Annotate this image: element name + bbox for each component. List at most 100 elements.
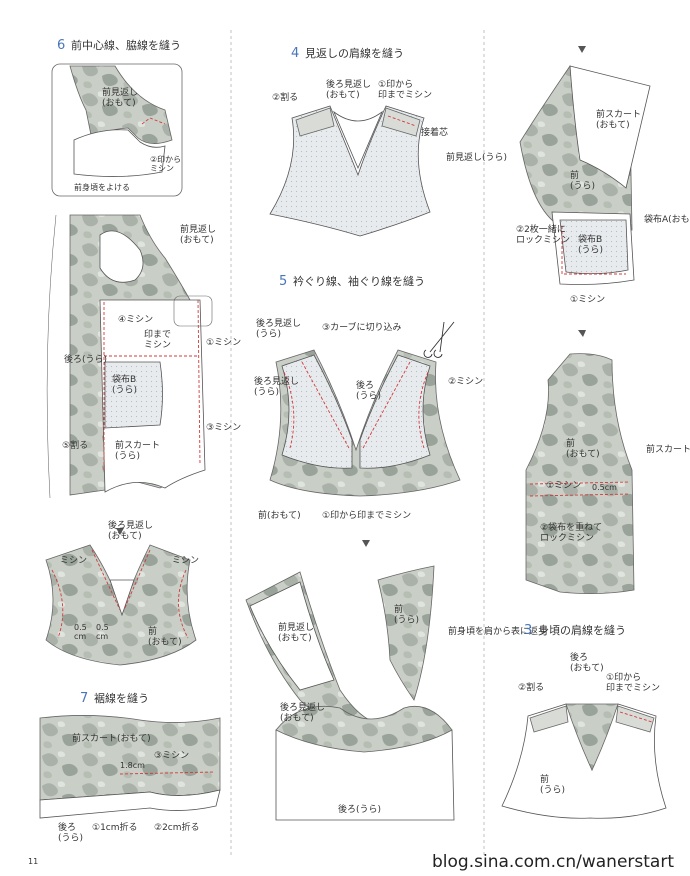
- label-mark-to-mark-mishin-5: ①印から印までミシン: [322, 509, 411, 521]
- label-front-skirt-omote-3a: 前スカート(おもて): [596, 108, 641, 130]
- label-mishin-left: ミシン: [60, 556, 87, 566]
- label-mishin-right: ミシン: [172, 556, 199, 566]
- label-back-facing-ura-5: 後ろ見返し(うら): [256, 317, 301, 339]
- stitch-side-2: [529, 493, 631, 497]
- label-front-omote-5: 前(おもて): [258, 509, 301, 521]
- step-6-title: 前中心線、脇線を縫う: [71, 38, 181, 52]
- watermark: blog.sina.com.cn/wanerstart: [432, 852, 674, 872]
- facing-piece: [269, 105, 431, 237]
- stitch-neck-left: [91, 549, 121, 611]
- label-mark-to-mark-mishin-3: ①印から印までミシン: [606, 671, 660, 693]
- shoulder-seam-left: [295, 107, 335, 137]
- arrow-down-4: [578, 330, 586, 337]
- label-split-5: ⑤割る: [62, 439, 88, 451]
- step-7: 7 裾線を縫う 前スカート(おもて) ③ミシン 1.8cm 後ろ(うら) ①1c…: [39, 691, 221, 843]
- label-mishin-from-mark: ②印からミシン: [150, 155, 181, 173]
- page-number: 11: [28, 857, 38, 866]
- label-front-facing-vertical: 前見返し(おもて): [180, 223, 216, 245]
- front-omote-piece-3b: [525, 353, 635, 594]
- step-5-title: 衿ぐり線、袖ぐり線を縫う: [293, 274, 425, 288]
- stitch-arm-left: [51, 569, 64, 639]
- inset-front-body: [73, 129, 166, 177]
- front-skirt-hem: [39, 715, 221, 801]
- stitch-arm-right: [178, 569, 189, 639]
- label-back-facing-side: 後ろ見返し(うら): [254, 375, 299, 397]
- step-pocket-a: 前スカート(おもて) 前(うら) 袋布A(おもて) ②2枚一緒にロックミシン 袋…: [516, 46, 690, 305]
- label-mishin-1-3b: ①ミシン: [546, 481, 581, 491]
- lining-dotted-left: [281, 354, 353, 469]
- label-interfacing: 接着芯: [421, 126, 448, 138]
- label-mishin-to-mark: 印までミシン: [144, 328, 171, 350]
- label-front-omote: 前(おもて): [148, 625, 182, 647]
- stitch-armhole-right: [418, 371, 429, 449]
- label-front-skirt-ura: 前スカート(うら): [115, 439, 160, 461]
- stitch-neckline-right: [361, 361, 411, 451]
- back-outline: [46, 214, 57, 499]
- step-3-number: 3: [524, 623, 532, 638]
- label-back-facing-omote: 後ろ見返し(おもて): [108, 519, 153, 541]
- scissors-icon: [423, 321, 455, 358]
- front-skirt-omote-piece: [569, 65, 651, 189]
- stitch-neckline-left: [301, 361, 351, 451]
- label-front-omote-3b: 前(おもて): [566, 437, 600, 459]
- label-front-ura-3a: 前(うら): [570, 169, 595, 191]
- label-fold-1cm: ①1cm折る: [92, 821, 138, 833]
- label-mishin-1: ①ミシン: [206, 338, 241, 348]
- label-pocket-b: 袋布B(うら): [112, 373, 137, 395]
- step-3-title: 身頃の肩線を縫う: [538, 623, 626, 637]
- pocket-b-piece-right: [559, 219, 629, 274]
- shoulder-seam-left-3: [529, 705, 569, 733]
- stitch-armhole-left: [283, 371, 295, 449]
- shoulder-seam-right-3: [615, 705, 655, 733]
- step-7-title: 裾線を縫う: [94, 691, 149, 705]
- label-mishin-4: ④ミシン: [118, 315, 153, 325]
- label-front-ura-5b: 前(うら): [394, 603, 419, 625]
- step-6-number: 6: [57, 38, 65, 53]
- label-back-ura: 後ろ(うら): [64, 353, 107, 365]
- stitch-side-1: [529, 481, 631, 485]
- back-omote-panel: [565, 703, 619, 771]
- label-front-facing-omote: 前見返し(おもて): [102, 86, 138, 108]
- label-pocket-b-3a: 袋布B(うら): [578, 233, 603, 255]
- label-back-ura-5: 後ろ(うら): [356, 379, 381, 401]
- label-mishin-1-3a: ①ミシン: [570, 295, 605, 305]
- front-ura-piece: [377, 565, 435, 701]
- label-lock-both: ②2枚一緒にロックミシン: [516, 223, 570, 245]
- label-back-facing-omote-4: 後ろ見返し(おもて): [326, 78, 371, 100]
- step-6: 6 前中心線、脇線を縫う 前見返し(おもて) ②印からミシン 前身頃をよける 前…: [45, 38, 241, 666]
- label-front-facing-omote-5b: 前見返し(おもて): [278, 621, 314, 643]
- label-front-skirt-omote: 前スカート(おもて): [72, 732, 151, 744]
- stitch-neck-right: [123, 549, 151, 611]
- lining-dotted-right: [359, 354, 431, 469]
- stitch-vertical-right: [197, 299, 201, 466]
- label-mishin-3-hem: ③ミシン: [154, 751, 189, 761]
- facing-neck-gap: [333, 110, 383, 170]
- label-front-skirt-omote-3b: 前スカート(おもて): [646, 443, 690, 455]
- step-7-number: 7: [80, 691, 88, 706]
- inset-front-facing: [69, 65, 173, 144]
- front-facing-omote-piece: [249, 581, 335, 691]
- label-hem-length: 1.8cm: [120, 761, 145, 770]
- label-turn-out: 前身頃を肩から表に返す: [448, 625, 547, 637]
- label-pocket-a-omote: 袋布A(おもて): [644, 213, 690, 225]
- label-fold-2cm: ②2cm折る: [154, 821, 200, 833]
- label-0-5cm-3b: 0.5cm: [592, 483, 617, 492]
- step-5: 5 衿ぐり線、袖ぐり線を縫う 後ろ見返し(うら) ③カーブに切り込み 後ろ見返し…: [245, 274, 547, 821]
- step-4-title: 見返しの肩線を縫う: [305, 46, 404, 60]
- label-front-facing-ura: 前見返し(うら): [446, 151, 507, 163]
- label-back-omote-3: 後ろ(おもて): [570, 651, 604, 673]
- label-front-body-away: 前身頃をよける: [74, 182, 130, 192]
- armhole-cutout: [99, 230, 144, 283]
- inset-stitch: [141, 117, 166, 125]
- arrow-down-3: [578, 46, 586, 53]
- label-back-ura-hem: 後ろ(うら): [58, 821, 83, 843]
- label-mark-to-mark-mishin-4: ①印から印までミシン: [378, 78, 432, 100]
- zoom-indicator-box: [173, 295, 213, 327]
- label-back-ura-5b: 後ろ(うら): [338, 803, 381, 815]
- neck-v-gap: [109, 579, 135, 617]
- stitch-pocket: [561, 226, 626, 275]
- arrow-down-2: [362, 540, 370, 547]
